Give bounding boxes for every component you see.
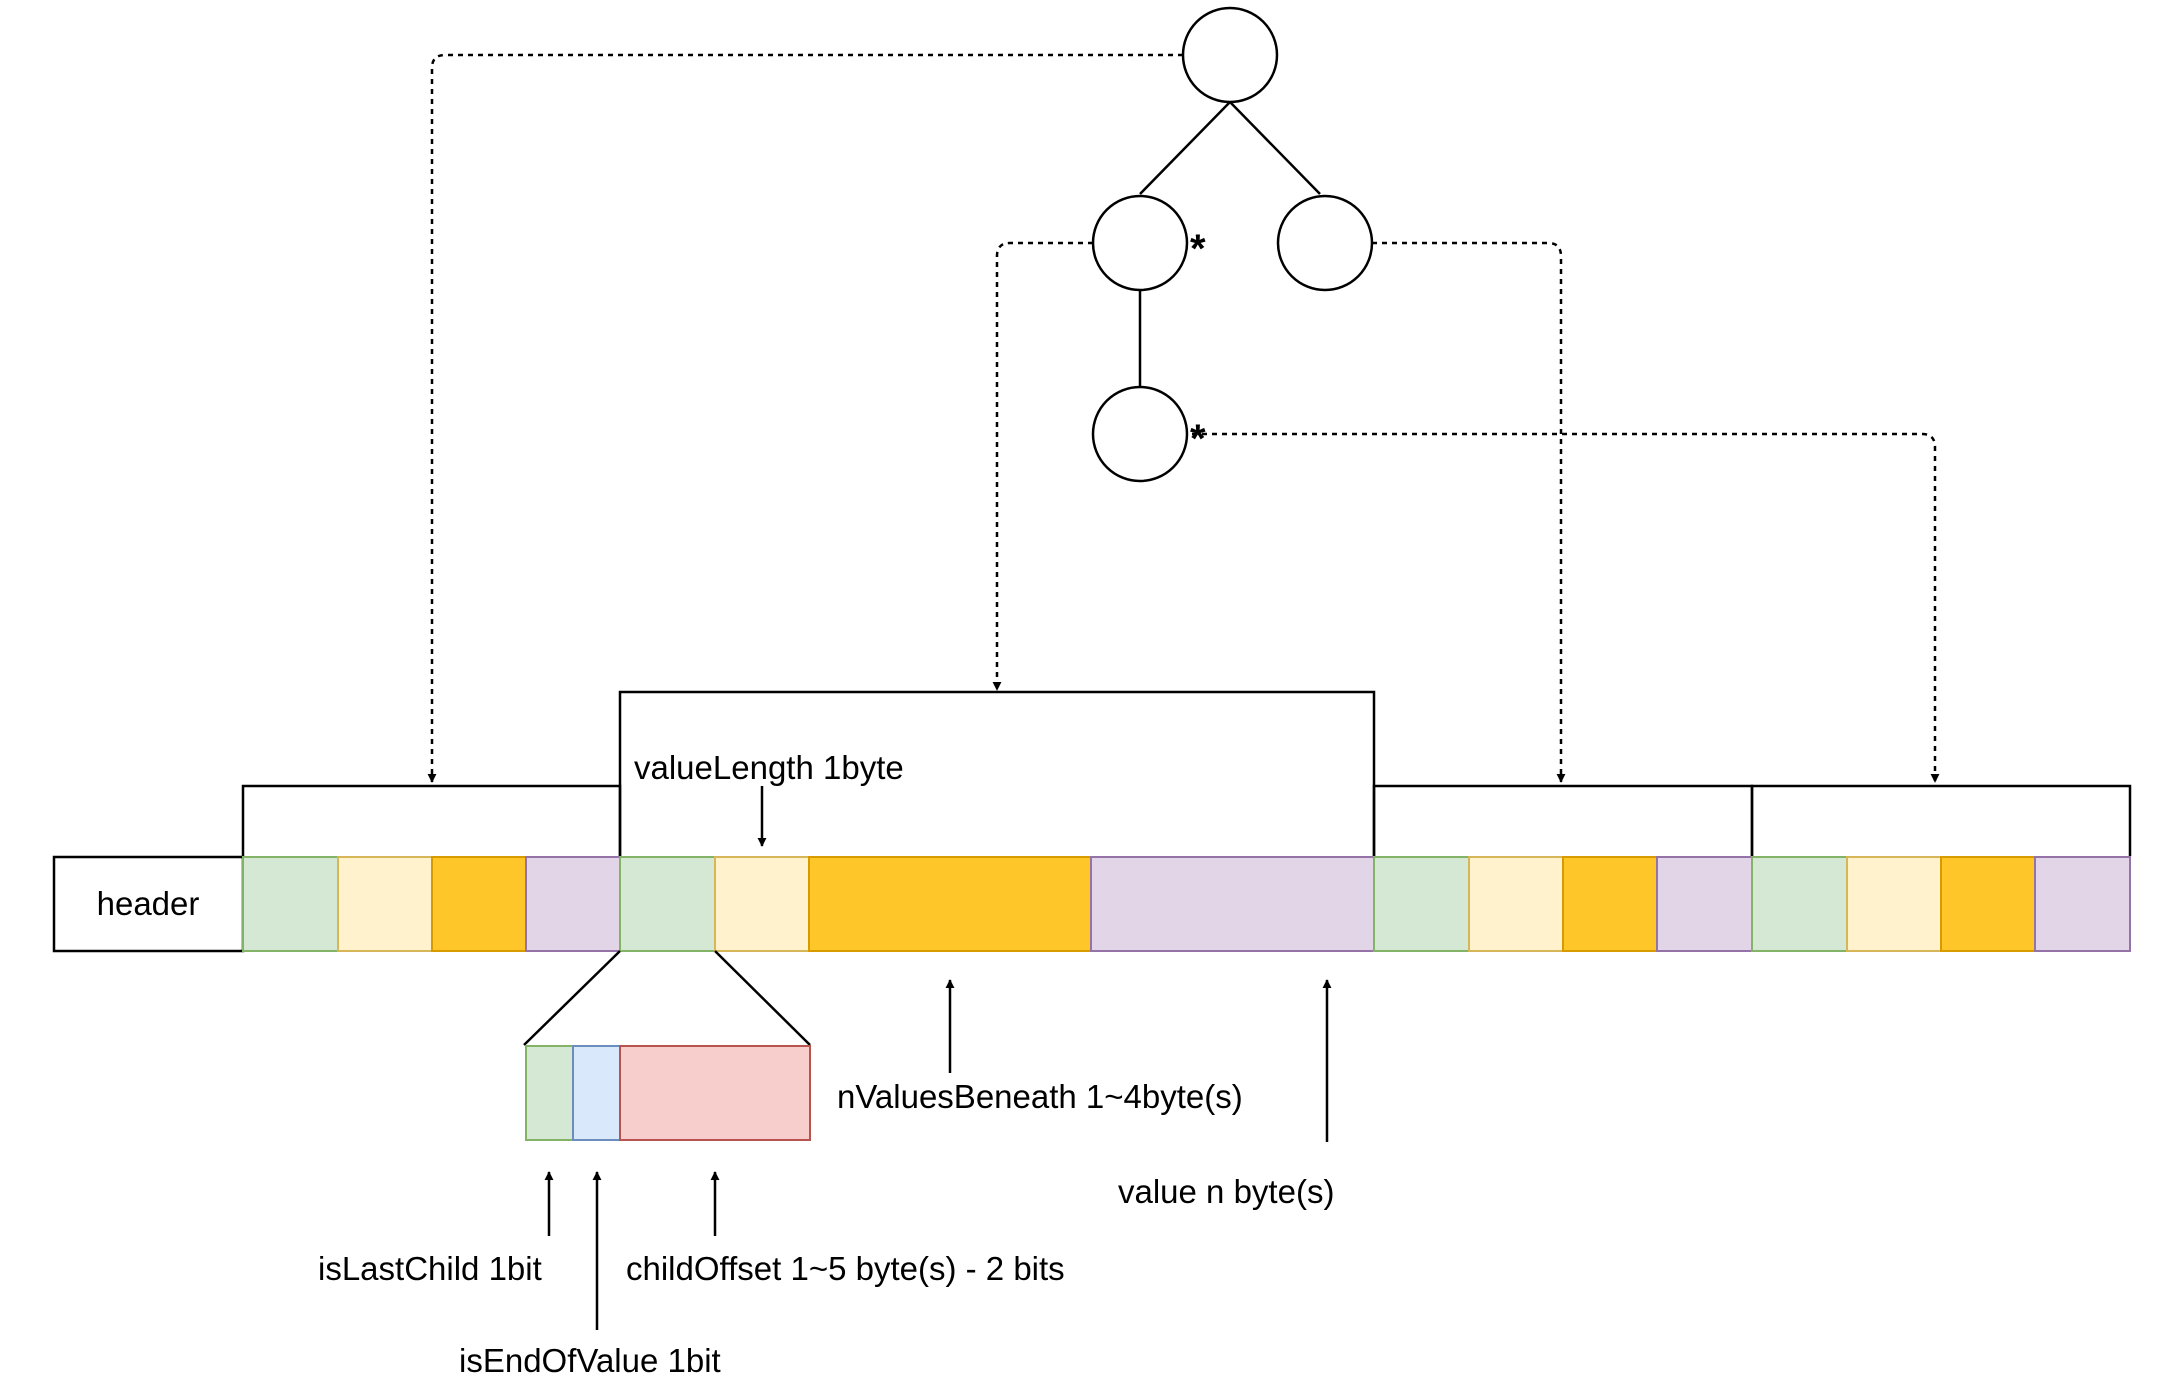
block-2-n-values-cell <box>808 856 1092 952</box>
end-of-value-marker: * <box>1190 227 1206 271</box>
mapping-leaf <box>1192 432 1940 783</box>
is-end-of-value-bit-cell <box>572 1045 621 1141</box>
block-4-n-values-cell <box>1940 856 2036 952</box>
value-length-annotation: valueLength 1byte <box>634 749 904 847</box>
block-bracket-3 <box>1372 784 1754 856</box>
block-bracket-4 <box>1750 784 2132 856</box>
block-1-flags-cell <box>242 856 339 952</box>
n-values-beneath-label: nValuesBeneath 1~4byte(s) <box>837 1078 1243 1115</box>
block-3-value-cell <box>1656 856 1753 952</box>
block-brackets <box>241 690 2132 856</box>
block-2-value-length-cell <box>714 856 810 952</box>
flags-byte-expansion: isLastChild 1bit isEndOfValue 1bit child… <box>318 950 1065 1379</box>
block-2-flags-cell <box>619 856 716 952</box>
block-bracket-1 <box>241 784 622 856</box>
is-last-child-bit-cell <box>525 1045 574 1141</box>
is-end-of-value-label: isEndOfValue 1bit <box>459 1342 721 1379</box>
header-label: header <box>97 885 200 922</box>
mapping-left <box>992 241 1093 691</box>
block-1-value-length-cell <box>337 856 433 952</box>
block-3-value-length-cell <box>1468 856 1564 952</box>
block-1-n-values-cell <box>431 856 527 952</box>
mapping-right <box>1372 241 1566 783</box>
field-annotations: nValuesBeneath 1~4byte(s) value n byte(s… <box>837 979 1334 1210</box>
tree-node-left <box>1091 194 1189 292</box>
block-4-value-cell <box>2034 856 2131 952</box>
tree-node-root <box>1181 6 1279 104</box>
value-length-label: valueLength 1byte <box>634 749 904 786</box>
child-offset-label: childOffset 1~5 byte(s) - 2 bits <box>626 1250 1065 1287</box>
tree-node-leaf <box>1091 385 1189 483</box>
value-label: value n byte(s) <box>1118 1173 1334 1210</box>
end-of-value-marker: * <box>1190 417 1206 461</box>
block-4-flags-cell <box>1751 856 1848 952</box>
header-cell <box>52 855 245 953</box>
mapping-root <box>427 53 1183 783</box>
edge-root-left <box>1139 101 1231 195</box>
block-bracket-2 <box>618 690 1376 856</box>
block-2-value-cell <box>1090 856 1375 952</box>
edge-root-right <box>1229 101 1321 195</box>
block-3-n-values-cell <box>1562 856 1658 952</box>
zoom-line-left <box>523 950 621 1046</box>
zoom-line-right <box>714 950 811 1046</box>
block-3-flags-cell <box>1373 856 1470 952</box>
block-1-value-cell <box>525 856 621 952</box>
tree-node-right <box>1276 194 1374 292</box>
trie-tree: * * <box>1091 6 1374 483</box>
is-last-child-label: isLastChild 1bit <box>318 1250 542 1287</box>
block-4-value-length-cell <box>1846 856 1942 952</box>
byte-strip: header <box>52 855 2131 953</box>
child-offset-cell <box>619 1045 811 1141</box>
node-to-block-mappings <box>427 53 1940 783</box>
